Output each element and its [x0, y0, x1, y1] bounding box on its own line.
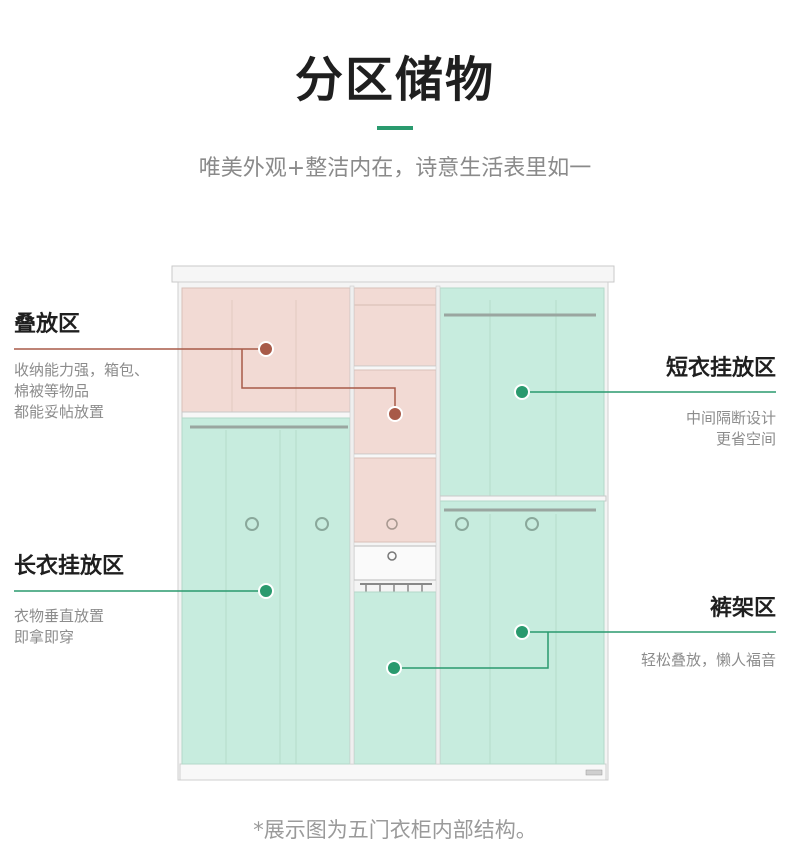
long-zone-title: 长衣挂放区	[14, 554, 125, 579]
page-subtitle: 唯美外观+整洁内在，诗意生活表里如一	[198, 156, 592, 181]
long-callout	[14, 583, 274, 599]
fold-zone-title: 叠放区	[14, 312, 81, 337]
short-callout	[514, 384, 776, 400]
middle-knob	[386, 518, 398, 530]
short-zone-title: 短衣挂放区	[665, 356, 776, 381]
wardrobe-base	[179, 763, 607, 781]
middle-fold-top	[353, 287, 437, 367]
base-handle	[585, 769, 603, 776]
short-zone-desc: 中间隔断设计 更省空间	[685, 409, 776, 448]
short-marker	[514, 384, 530, 400]
middle-shelf-1	[351, 365, 439, 371]
footer-note: *展示图为五门衣柜内部结构。	[253, 818, 537, 842]
left-shelf	[181, 411, 353, 419]
left-knob-2	[315, 517, 329, 531]
pants-zone-title: 裤架区	[709, 596, 776, 621]
long-zone-desc: 衣物垂直放置 即拿即穿	[14, 607, 105, 646]
fold-marker-2	[387, 406, 403, 422]
pants-callout	[386, 624, 776, 676]
divider-left	[349, 285, 355, 765]
left-knob-1	[245, 517, 259, 531]
pants-rack	[353, 545, 437, 581]
pants-zone-desc: 轻松叠放，懒人福音	[640, 651, 776, 669]
long-marker	[258, 583, 274, 599]
middle-shelf-2	[351, 453, 439, 459]
title-underline	[377, 126, 413, 130]
fold-callout	[14, 341, 403, 422]
divider-right	[435, 285, 441, 765]
page-title: 分区储物	[294, 52, 495, 108]
fold-marker-1	[258, 341, 274, 357]
middle-fold-low	[353, 457, 437, 543]
middle-hang-low	[353, 591, 437, 765]
wardrobe-cornice	[171, 265, 615, 283]
pants-marker-1	[514, 624, 530, 640]
right-knob-2	[525, 517, 539, 531]
pants-marker-2	[386, 660, 402, 676]
right-knob-1	[455, 517, 469, 531]
fold-zone-desc: 收纳能力强，箱包、 棉被等物品 都能妥帖放置	[14, 361, 150, 421]
right-divider	[439, 495, 607, 502]
